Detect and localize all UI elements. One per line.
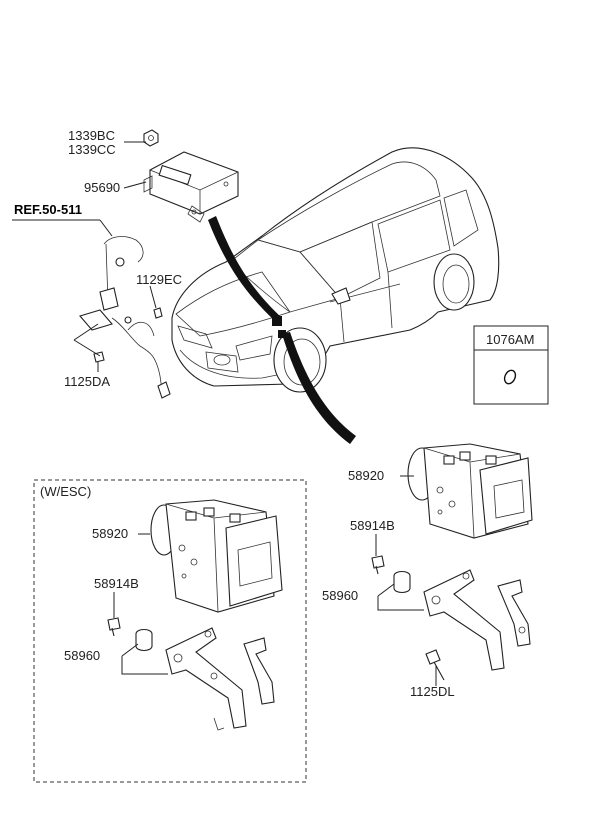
wheel-speed-sensor (79, 236, 171, 399)
airbag-module-callout-arrow (208, 216, 282, 322)
abs-module-callout-arrow (282, 332, 356, 444)
label-w-esc: (W/ESC) (40, 484, 91, 499)
abs-hydraulic-module-right (407, 443, 533, 539)
abs-hydraulic-module-left (150, 499, 283, 613)
label-58920-right: 58920 (348, 468, 384, 483)
bolt-1125dl (425, 649, 445, 681)
label-1125da: 1125DA (64, 374, 110, 389)
bolt-58914b-left (107, 617, 121, 637)
abs-bracket-left (165, 627, 275, 731)
label-58960-left: 58960 (64, 648, 100, 663)
nut-1339bc (143, 129, 159, 147)
label-95690: 95690 (84, 180, 120, 195)
label-58920-left: 58920 (92, 526, 128, 541)
label-1076am: 1076AM (486, 332, 534, 347)
label-1125dl: 1125DL (410, 684, 455, 699)
w-esc-variant-box (33, 479, 307, 783)
label-1339cc: 1339CC (68, 142, 116, 157)
abs-bracket-right (423, 569, 531, 671)
plug-icon (503, 369, 517, 385)
label-58914b-left: 58914B (94, 576, 139, 591)
label-1339bc: 1339BC (68, 128, 115, 143)
bushing-58960-right (393, 570, 411, 594)
airbag-control-module (143, 151, 239, 223)
bushing-58960-left (135, 628, 153, 652)
sensor-bolt-1125da (93, 351, 105, 363)
ref-label: REF.50-511 (14, 202, 82, 217)
leader-lines (12, 141, 437, 686)
bolt-58914b-right (371, 555, 385, 575)
label-58914b-right: 58914B (350, 518, 395, 533)
label-1129ec: 1129EC (136, 272, 182, 287)
label-58960-right: 58960 (322, 588, 358, 603)
part-box-1076am (473, 325, 549, 405)
sensor-bolt-1129ec (153, 307, 163, 319)
